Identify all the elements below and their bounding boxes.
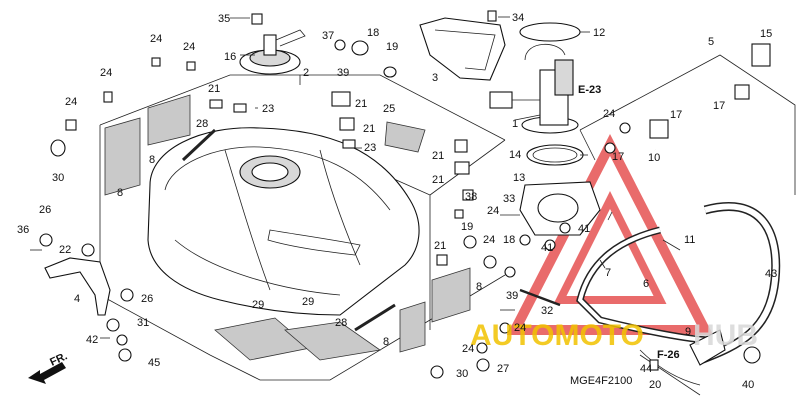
callout-9: 9 xyxy=(685,326,691,338)
fuel-filler-cap xyxy=(239,13,306,75)
callout-34: 34 xyxy=(512,12,524,24)
callout-2: 2 xyxy=(303,67,309,79)
section-ref-f26: F-26 xyxy=(657,349,680,361)
callout-1: 1 xyxy=(512,118,518,130)
callout-24e: 24 xyxy=(603,108,615,120)
callout-26b: 26 xyxy=(141,293,153,305)
watermark-text: AUTOMOTO HUB xyxy=(470,319,758,352)
watermark-triangle xyxy=(506,134,714,335)
fuel-hoses xyxy=(576,43,781,386)
callout-24g: 24 xyxy=(483,234,495,246)
callout-17b: 17 xyxy=(670,109,682,121)
callout-35: 35 xyxy=(218,13,230,25)
fasteners xyxy=(39,10,761,379)
callout-31: 31 xyxy=(137,317,149,329)
callout-17a: 17 xyxy=(713,100,725,112)
callout-24h: 24 xyxy=(514,322,526,334)
callout-21e: 21 xyxy=(432,174,444,186)
bolt-32 xyxy=(519,288,561,307)
fuel-tank xyxy=(147,127,420,316)
callout-4: 4 xyxy=(74,293,80,305)
callout-3: 3 xyxy=(432,72,438,84)
rubber-pads xyxy=(104,94,471,361)
callout-22: 22 xyxy=(59,244,71,256)
callout-18b: 18 xyxy=(503,234,515,246)
callout-11: 11 xyxy=(684,234,695,246)
diagram-code: MGE4F2100 xyxy=(570,375,632,387)
callout-39a: 39 xyxy=(337,67,349,79)
callout-26a: 26 xyxy=(39,204,51,216)
bracket-3 xyxy=(419,17,506,81)
callout-18: 18 xyxy=(367,27,379,39)
part-callouts: 35 34 12 15 18 37 19 24 24 16 39 3 5 24 … xyxy=(17,12,777,391)
callout-36: 36 xyxy=(17,224,29,236)
callout-14: 14 xyxy=(509,149,521,161)
callout-19b: 19 xyxy=(461,221,473,233)
callout-27: 27 xyxy=(497,363,509,375)
callout-23b: 23 xyxy=(364,142,376,154)
callout-8d: 8 xyxy=(383,336,389,348)
callout-10: 10 xyxy=(648,152,660,164)
callout-44: 44 xyxy=(640,363,652,375)
section-ref-e23: E-23 xyxy=(578,84,601,96)
callout-30b: 30 xyxy=(456,368,468,380)
callout-42: 42 xyxy=(86,334,98,346)
watermark-automoto: AUTOMOTO xyxy=(470,319,644,352)
callout-32: 32 xyxy=(541,305,553,317)
bracket-4 xyxy=(44,257,111,316)
callout-37: 37 xyxy=(322,30,334,42)
callout-12: 12 xyxy=(593,27,605,39)
rod-28a xyxy=(181,128,217,162)
callout-16: 16 xyxy=(224,51,236,63)
callout-24i: 24 xyxy=(462,343,474,355)
callout-33: 33 xyxy=(503,193,515,205)
callout-21c: 21 xyxy=(363,123,375,135)
callout-43: 43 xyxy=(765,268,777,280)
callout-25: 25 xyxy=(383,103,395,115)
callout-41b: 41 xyxy=(541,242,553,254)
callout-39b: 39 xyxy=(506,290,518,302)
watermark-hub: HUB xyxy=(693,319,758,352)
callout-24f: 24 xyxy=(487,205,499,217)
front-direction-arrow: FR. xyxy=(28,350,69,384)
callout-6: 6 xyxy=(643,278,649,290)
callout-17c: 17 xyxy=(612,151,624,163)
callout-29a: 29 xyxy=(252,299,264,311)
callout-45: 45 xyxy=(148,357,160,369)
callout-21d: 21 xyxy=(432,150,444,162)
fuel-pump xyxy=(489,43,579,134)
callout-5: 5 xyxy=(708,36,714,48)
callout-23a: 23 xyxy=(262,103,274,115)
callout-21f: 21 xyxy=(434,240,446,252)
callout-20: 20 xyxy=(649,379,661,391)
callout-24a: 24 xyxy=(150,33,162,45)
fr-label: FR. xyxy=(48,350,69,368)
callout-19: 19 xyxy=(386,41,398,53)
callout-13: 13 xyxy=(513,172,525,184)
rod-28b xyxy=(354,303,396,332)
callout-8c: 8 xyxy=(476,281,482,293)
callout-29b: 29 xyxy=(302,296,314,308)
callout-8b: 8 xyxy=(117,187,123,199)
callout-28b: 28 xyxy=(335,317,347,329)
callout-30a: 30 xyxy=(52,172,64,184)
callout-38: 38 xyxy=(465,191,477,203)
leader-lines xyxy=(30,16,681,339)
callout-24c: 24 xyxy=(100,67,112,79)
callout-8a: 8 xyxy=(149,154,155,166)
callout-24d: 24 xyxy=(65,96,77,108)
pump-setting-plate xyxy=(519,181,601,236)
callout-41a: 41 xyxy=(578,223,590,235)
callout-7: 7 xyxy=(605,267,611,279)
callout-24b: 24 xyxy=(183,41,195,53)
callout-21b: 21 xyxy=(355,98,367,110)
callout-28a: 28 xyxy=(196,118,208,130)
pump-gasket xyxy=(519,22,581,42)
callout-15: 15 xyxy=(760,28,772,40)
callout-40: 40 xyxy=(742,379,754,391)
callout-21a: 21 xyxy=(208,83,220,95)
